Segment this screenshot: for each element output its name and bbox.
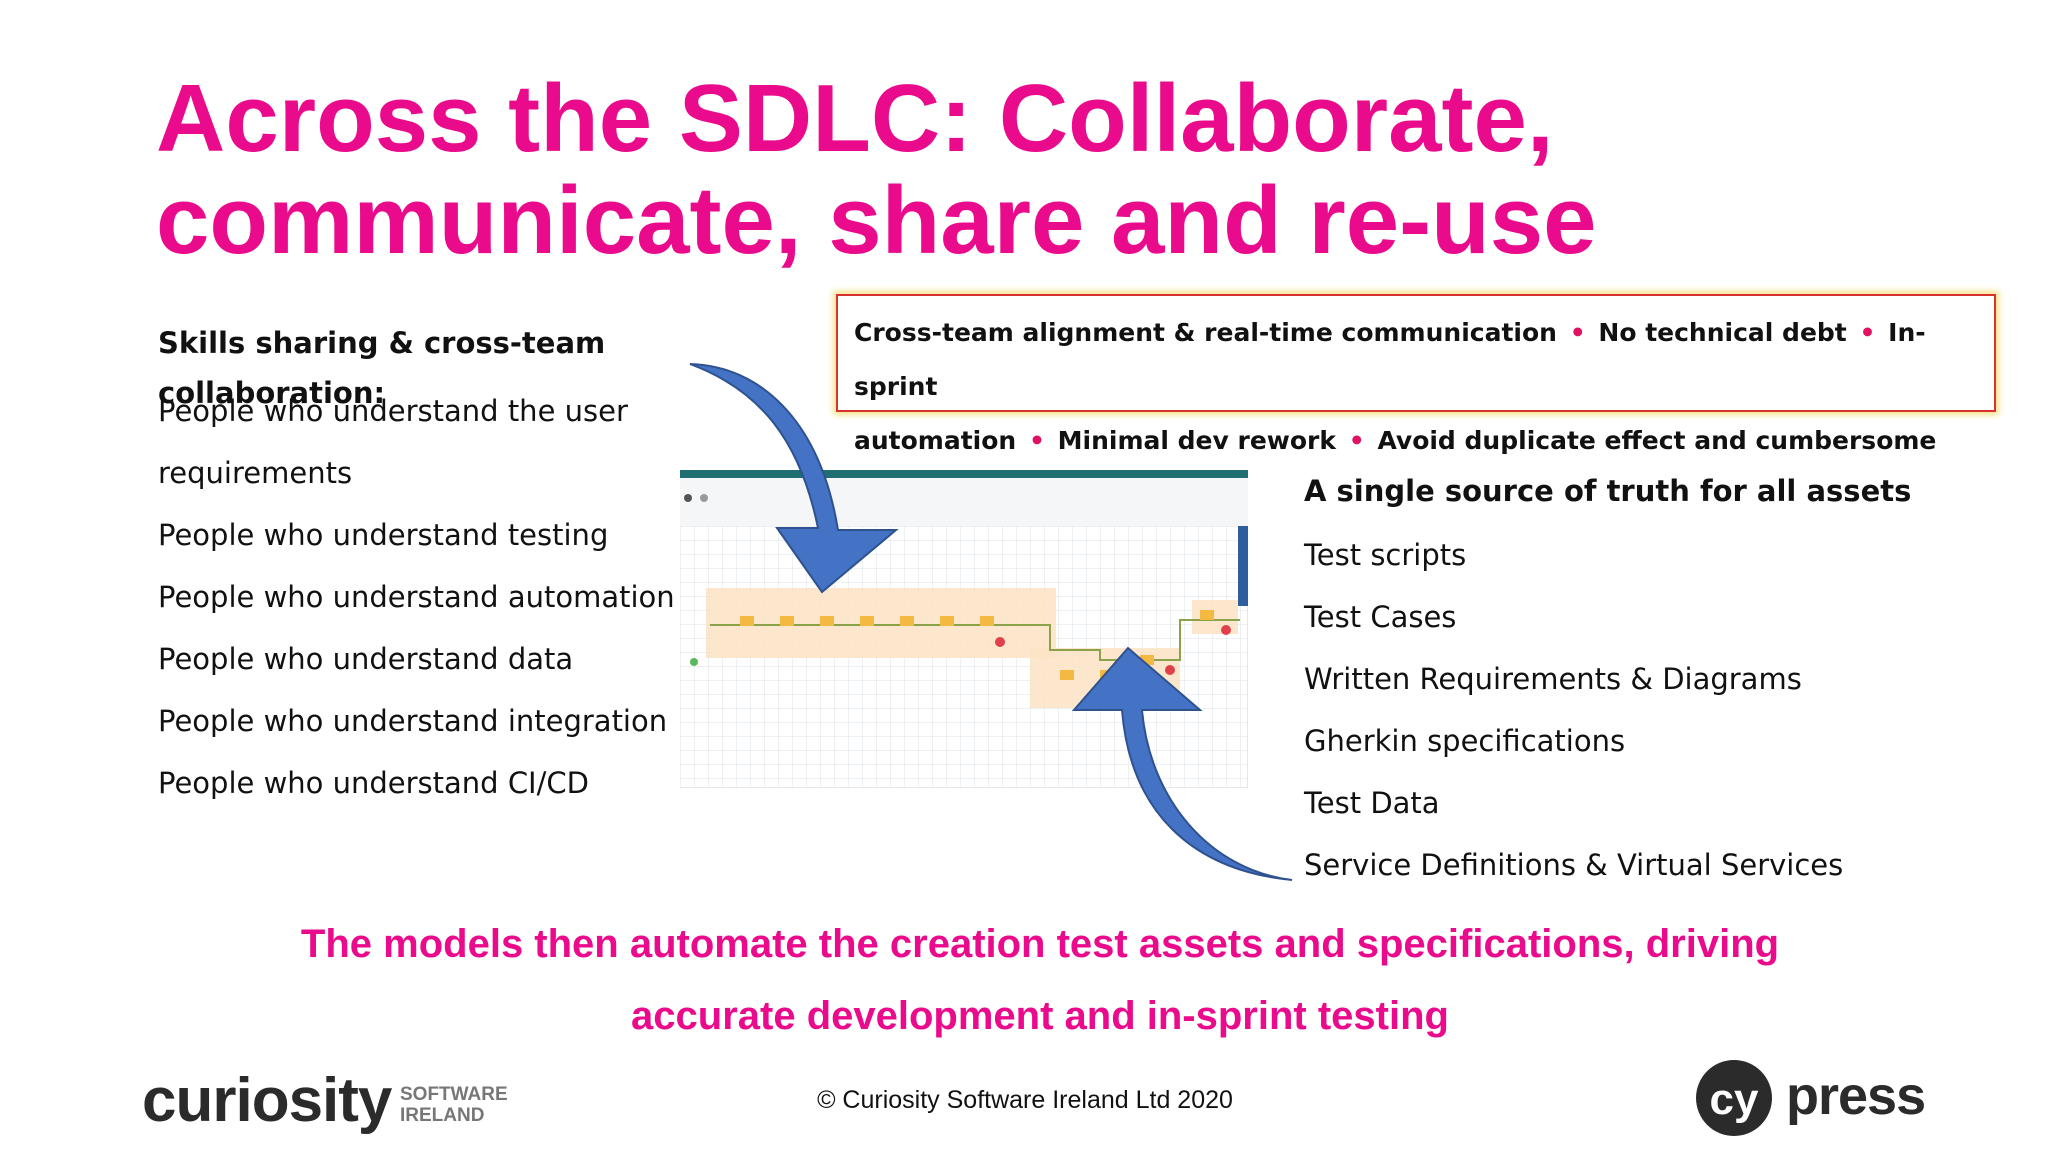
list-item: People who understand automation xyxy=(158,580,675,614)
curiosity-logo-subtitle: SOFTWARE IRELAND xyxy=(400,1084,508,1126)
logo-sub-line: SOFTWARE xyxy=(400,1084,508,1105)
benefits-callout: Cross-team alignment & real-time communi… xyxy=(836,294,1996,509)
list-item: Test Data xyxy=(1304,786,1440,820)
summary-line-2: accurate development and in-sprint testi… xyxy=(631,994,1449,1038)
summary-line-1: The models then automate the creation te… xyxy=(300,922,1780,966)
list-item: People who understand data xyxy=(158,642,574,676)
callout-part: automation xyxy=(854,426,1017,455)
assets-heading: A single source of truth for all assets xyxy=(1304,474,1912,508)
callout-line-1: Cross-team alignment & real-time communi… xyxy=(854,306,1994,414)
list-item: People who understand testing xyxy=(158,518,609,552)
curiosity-logo: curiosity SOFTWARE IRELAND xyxy=(142,1066,522,1136)
list-item: Test Cases xyxy=(1304,600,1457,634)
bullet-icon: • xyxy=(1859,318,1876,347)
copyright-notice: © Curiosity Software Ireland Ltd 2020 xyxy=(817,1086,1233,1114)
list-item: Test scripts xyxy=(1304,538,1467,572)
list-item: Gherkin specifications xyxy=(1304,724,1626,758)
skills-heading: Skills sharing & cross-team collaboratio… xyxy=(158,326,606,410)
logo-sub-line: IRELAND xyxy=(400,1105,485,1126)
curiosity-logo-word: curiosity xyxy=(142,1066,392,1135)
list-item: Written Requirements & Diagrams xyxy=(1304,662,1802,696)
assets-list: A single source of truth for all assets … xyxy=(1304,462,2004,896)
list-item: People who understand integration xyxy=(158,704,668,738)
skills-list: Skills sharing & cross-team collaboratio… xyxy=(158,318,718,814)
cypress-badge-icon: cy xyxy=(1696,1060,1772,1136)
list-item: People who understand CI/CD xyxy=(158,766,589,800)
callout-line-2: automation • Minimal dev rework • Avoid … xyxy=(854,414,1994,522)
model-screenshot xyxy=(680,470,1248,788)
callout-part: Minimal dev rework xyxy=(1057,426,1337,455)
cypress-badge-text: cy xyxy=(1710,1075,1759,1124)
cypress-logo-word: press xyxy=(1786,1066,1926,1126)
summary-statement: The models then automate the creation te… xyxy=(180,908,1900,1052)
callout-part: Cross-team alignment & real-time communi… xyxy=(854,318,1557,347)
bullet-icon: • xyxy=(1028,426,1045,455)
list-item: Service Definitions & Virtual Services xyxy=(1304,848,1844,882)
bullet-icon: • xyxy=(1348,426,1365,455)
list-item: People who understand the user xyxy=(158,394,628,428)
title-line-1: Across the SDLC: Collaborate, xyxy=(156,65,1554,172)
title-line-2: communicate, share and re-use xyxy=(156,167,1597,274)
page-title: Across the SDLC: Collaborate, communicat… xyxy=(156,68,1856,272)
bullet-icon: • xyxy=(1569,318,1586,347)
callout-part: No technical debt xyxy=(1598,318,1847,347)
list-item: requirements xyxy=(158,456,353,490)
cypress-logo: cy press xyxy=(1688,1058,1928,1144)
